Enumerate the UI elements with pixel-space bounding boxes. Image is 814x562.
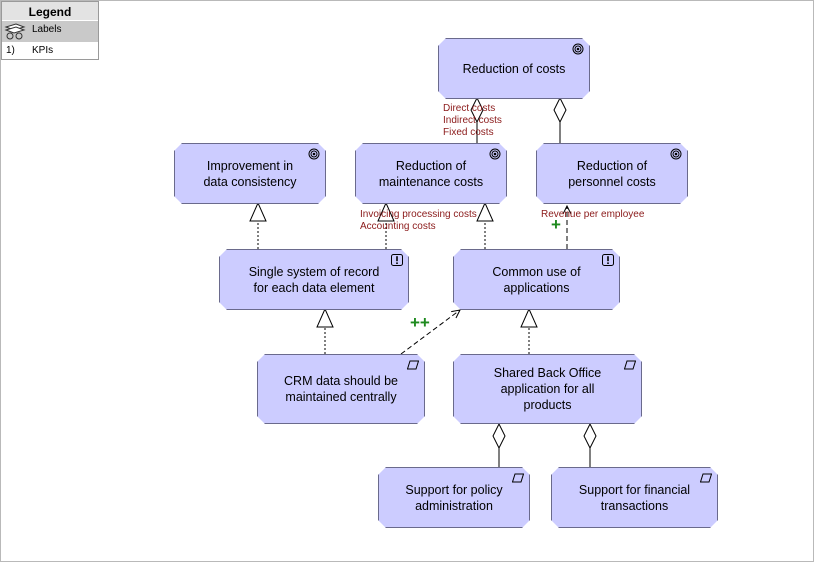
principle-icon <box>407 359 419 371</box>
kpi-reduction-of-costs: Direct costs Indirect costs Fixed costs <box>443 103 502 138</box>
principle-shared-back-office[interactable]: Shared Back Office application for all p… <box>453 354 642 424</box>
goal-reduction-of-costs[interactable]: Reduction of costs <box>438 38 590 99</box>
node-label: Shared Back Office application for all p… <box>493 366 602 412</box>
goal-reduction-maintenance-costs[interactable]: Reduction of maintenance costs <box>355 143 507 204</box>
aggregation-costs-to-maintenance <box>470 96 484 143</box>
requirement-common-use-of-applications[interactable]: Common use of applications <box>453 249 620 310</box>
legend-kpi-number: 1) <box>6 45 15 56</box>
realization-single-system-to-improvement <box>249 201 267 249</box>
legend-labels-text: Labels <box>32 24 62 35</box>
labels-icon <box>4 23 26 40</box>
node-label: Common use of applications <box>492 264 581 295</box>
kpi-reduction-personnel: Revenue per employee <box>541 209 645 220</box>
principle-crm-data-centrally[interactable]: CRM data should be maintained centrally <box>257 354 425 424</box>
realization-common-use-to-maintenance <box>476 201 494 249</box>
node-label: Support for policy administration <box>405 482 503 513</box>
goal-icon <box>670 148 682 160</box>
goal-icon <box>489 148 501 160</box>
kpi-reduction-maintenance: Invoicing processing costs Accounting co… <box>360 209 477 232</box>
realization-single-system-to-maintenance <box>377 201 395 249</box>
legend: Legend Labels 1) KPIs <box>1 1 99 60</box>
principle-icon <box>512 472 524 484</box>
influence-sign-double-plus: ++ <box>410 313 430 332</box>
goal-icon <box>572 43 584 55</box>
principle-icon <box>700 472 712 484</box>
requirement-single-system-of-record[interactable]: Single system of record for each data el… <box>219 249 409 310</box>
node-label: Single system of record for each data el… <box>248 264 380 295</box>
requirement-icon <box>391 254 403 266</box>
node-label: Support for financial transactions <box>578 482 691 513</box>
goal-reduction-personnel-costs[interactable]: Reduction of personnel costs <box>536 143 688 204</box>
principle-support-financial-transactions[interactable]: Support for financial transactions <box>551 467 718 528</box>
principle-support-policy-administration[interactable]: Support for policy administration <box>378 467 530 528</box>
legend-kpi-text: KPIs <box>32 45 54 56</box>
legend-row-labels: Labels <box>2 21 98 42</box>
aggregation-back-office-to-policy <box>492 422 506 467</box>
requirement-icon <box>602 254 614 266</box>
aggregation-costs-to-personnel <box>553 96 567 143</box>
node-label: Reduction of costs <box>462 61 566 76</box>
realization-back-office-to-common-use <box>520 307 538 354</box>
influence-sign-plus: + <box>551 215 561 234</box>
node-label: Reduction of maintenance costs <box>378 158 484 189</box>
goal-improvement-data-consistency[interactable]: Improvement in data consistency <box>174 143 326 204</box>
legend-title: Legend <box>2 2 98 20</box>
realization-crm-to-single-system <box>316 307 334 354</box>
influence-crm-to-common-use <box>400 310 460 355</box>
principle-icon <box>624 359 636 371</box>
node-label: Improvement in data consistency <box>203 158 297 189</box>
aggregation-back-office-to-financial <box>583 422 597 467</box>
node-label: Reduction of personnel costs <box>568 158 656 189</box>
goal-icon <box>308 148 320 160</box>
legend-row-kpis: 1) KPIs <box>2 43 98 59</box>
node-label: CRM data should be maintained centrally <box>284 374 398 404</box>
